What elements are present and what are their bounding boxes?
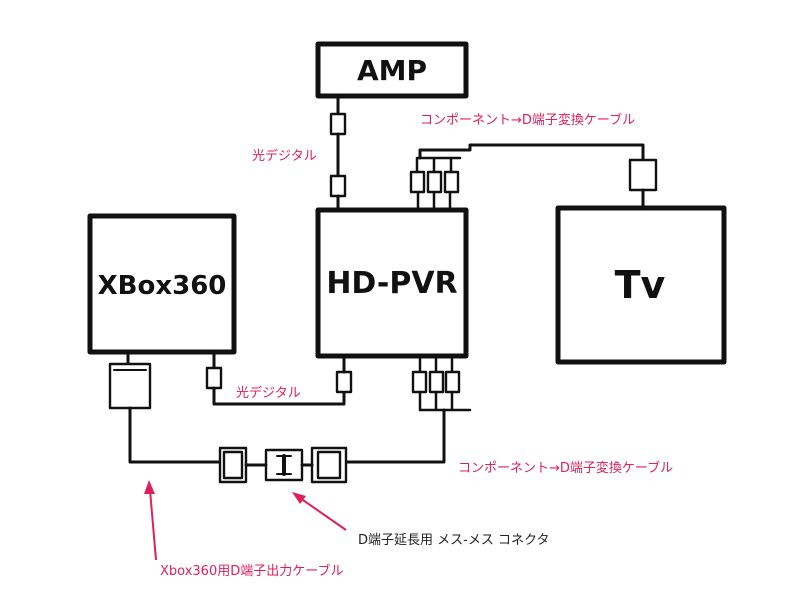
xbox-d-terminal-cable (108, 350, 222, 464)
label-connector: D端子延長用 メス-メス コネクタ (358, 533, 549, 548)
tv-label: Tv (615, 263, 666, 307)
label-xbox-cable: Xbox360用D端子出力ケーブル (160, 563, 343, 579)
label-component-top: コンポーネント→D端子変換ケーブル (420, 112, 635, 128)
xbox360-label: XBox360 (98, 271, 227, 301)
component-cable-top (409, 143, 658, 212)
arrow-to-connector (292, 492, 347, 531)
optical-cable-amp-hdpvr (329, 94, 347, 212)
hdpvr-label: HD-PVR (326, 266, 457, 301)
amp-label: AMP (357, 54, 427, 87)
tv-box: Tv (555, 205, 727, 365)
arrow-to-xbox-cable (144, 480, 157, 561)
optical-cable-xbox-hdpvr (205, 350, 353, 406)
amp-box: AMP (315, 41, 469, 99)
d-terminal-extension-connector (218, 446, 348, 484)
component-cable-bottom (344, 354, 472, 464)
label-component-bottom: コンポーネント→D端子変換ケーブル (458, 460, 673, 476)
xbox360-box: XBox360 (87, 213, 237, 355)
label-optical-bottom: 光デジタル (236, 385, 301, 401)
label-optical-top: 光デジタル (252, 148, 317, 164)
hdpvr-box: HD-PVR (315, 207, 469, 359)
